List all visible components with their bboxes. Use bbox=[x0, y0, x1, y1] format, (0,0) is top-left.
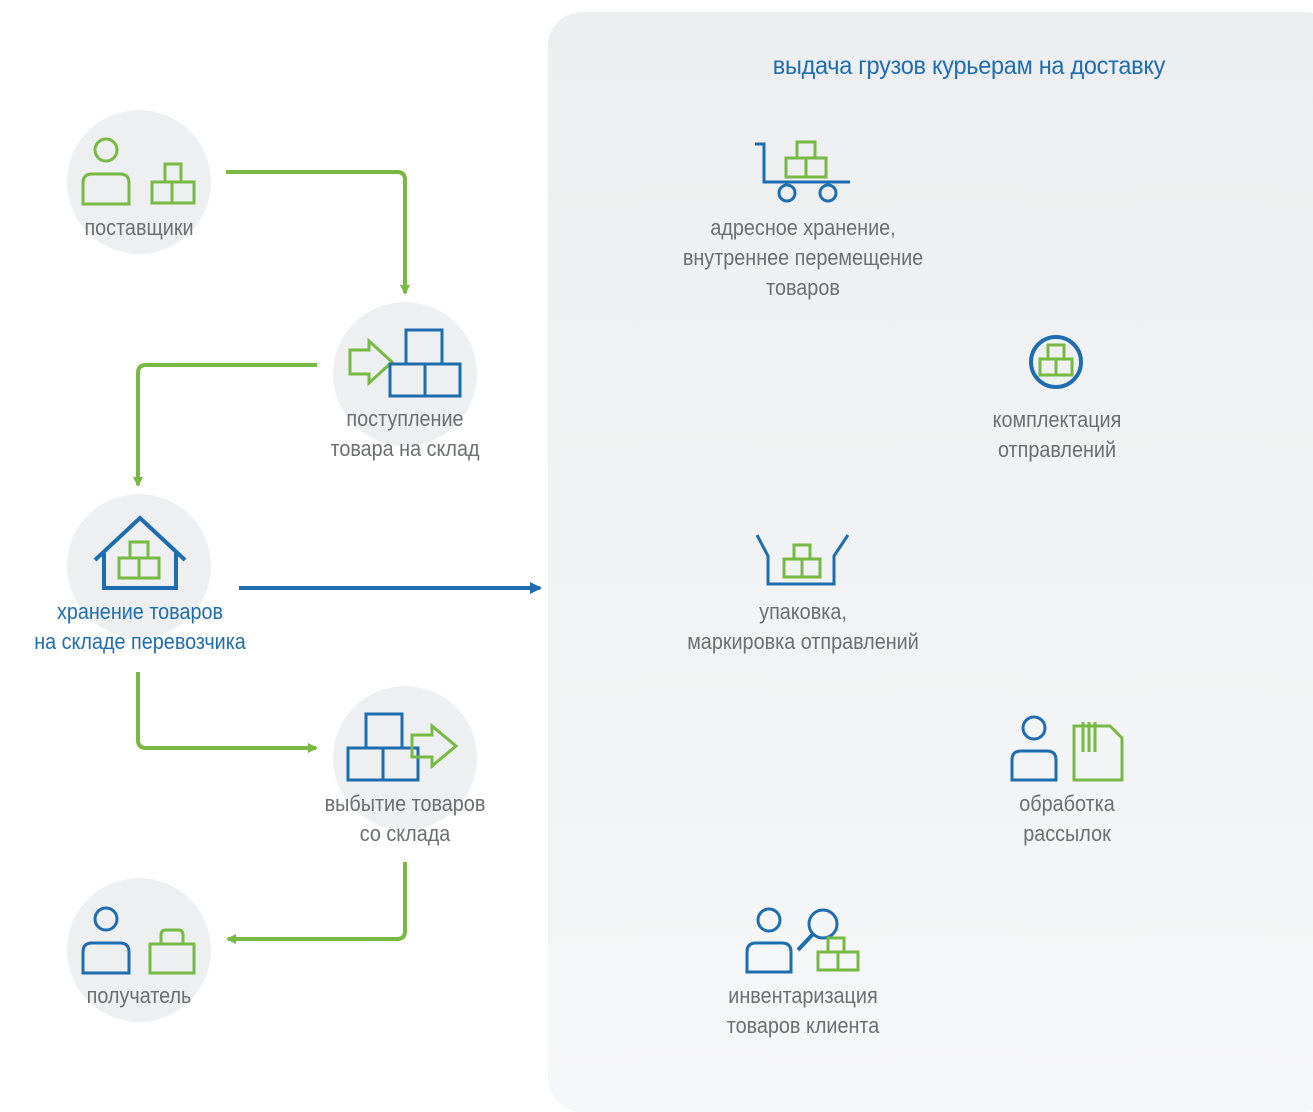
person-icon bbox=[81, 906, 131, 975]
packing-label: упаковка, маркировка отправлений bbox=[687, 599, 919, 654]
boxes-icon bbox=[388, 328, 462, 398]
boxes-icon bbox=[117, 540, 161, 580]
services-panel bbox=[548, 12, 1313, 1112]
warehouse-icon bbox=[93, 515, 187, 590]
boxes-circle-icon bbox=[1029, 335, 1083, 389]
addressing-label: адресное хранение, внутреннее перемещени… bbox=[682, 215, 924, 300]
inspect-icon bbox=[745, 907, 860, 974]
storage-label: хранение товаров на складе перевозчика bbox=[34, 599, 246, 654]
receiving-label: поступление товара на склад bbox=[330, 406, 480, 461]
boxes-icon bbox=[150, 162, 196, 205]
arrow-in-icon bbox=[348, 337, 395, 387]
suppliers-label: поставщики bbox=[84, 215, 194, 240]
arrow-storage-to-shipping bbox=[136, 672, 318, 753]
person-mail-icon bbox=[1010, 715, 1124, 782]
arrow-shipping-to-recipient bbox=[226, 862, 407, 944]
mailing-label: обработка рассылок bbox=[1019, 791, 1115, 846]
services-panel-title: выдача грузов курьерам на доставку bbox=[772, 52, 1166, 80]
recipient-label: получатель bbox=[86, 983, 192, 1008]
boxes-icon bbox=[346, 712, 420, 782]
person-icon bbox=[81, 137, 131, 206]
recipient-node bbox=[67, 878, 211, 1022]
inventory-label: инвентаризация товаров клиента bbox=[726, 983, 880, 1038]
shipping-node bbox=[333, 686, 477, 830]
arrow-suppliers-to-receiving bbox=[226, 170, 410, 295]
picking-label: комплектация отправлений bbox=[992, 407, 1122, 462]
cart-icon bbox=[755, 140, 850, 203]
arrow-out-icon bbox=[410, 722, 459, 770]
bag-icon bbox=[148, 928, 196, 975]
arrow-receiving-to-storage bbox=[133, 363, 317, 487]
package-box-icon bbox=[755, 534, 850, 586]
shipping-label: выбытие товаров со склада bbox=[324, 791, 486, 846]
